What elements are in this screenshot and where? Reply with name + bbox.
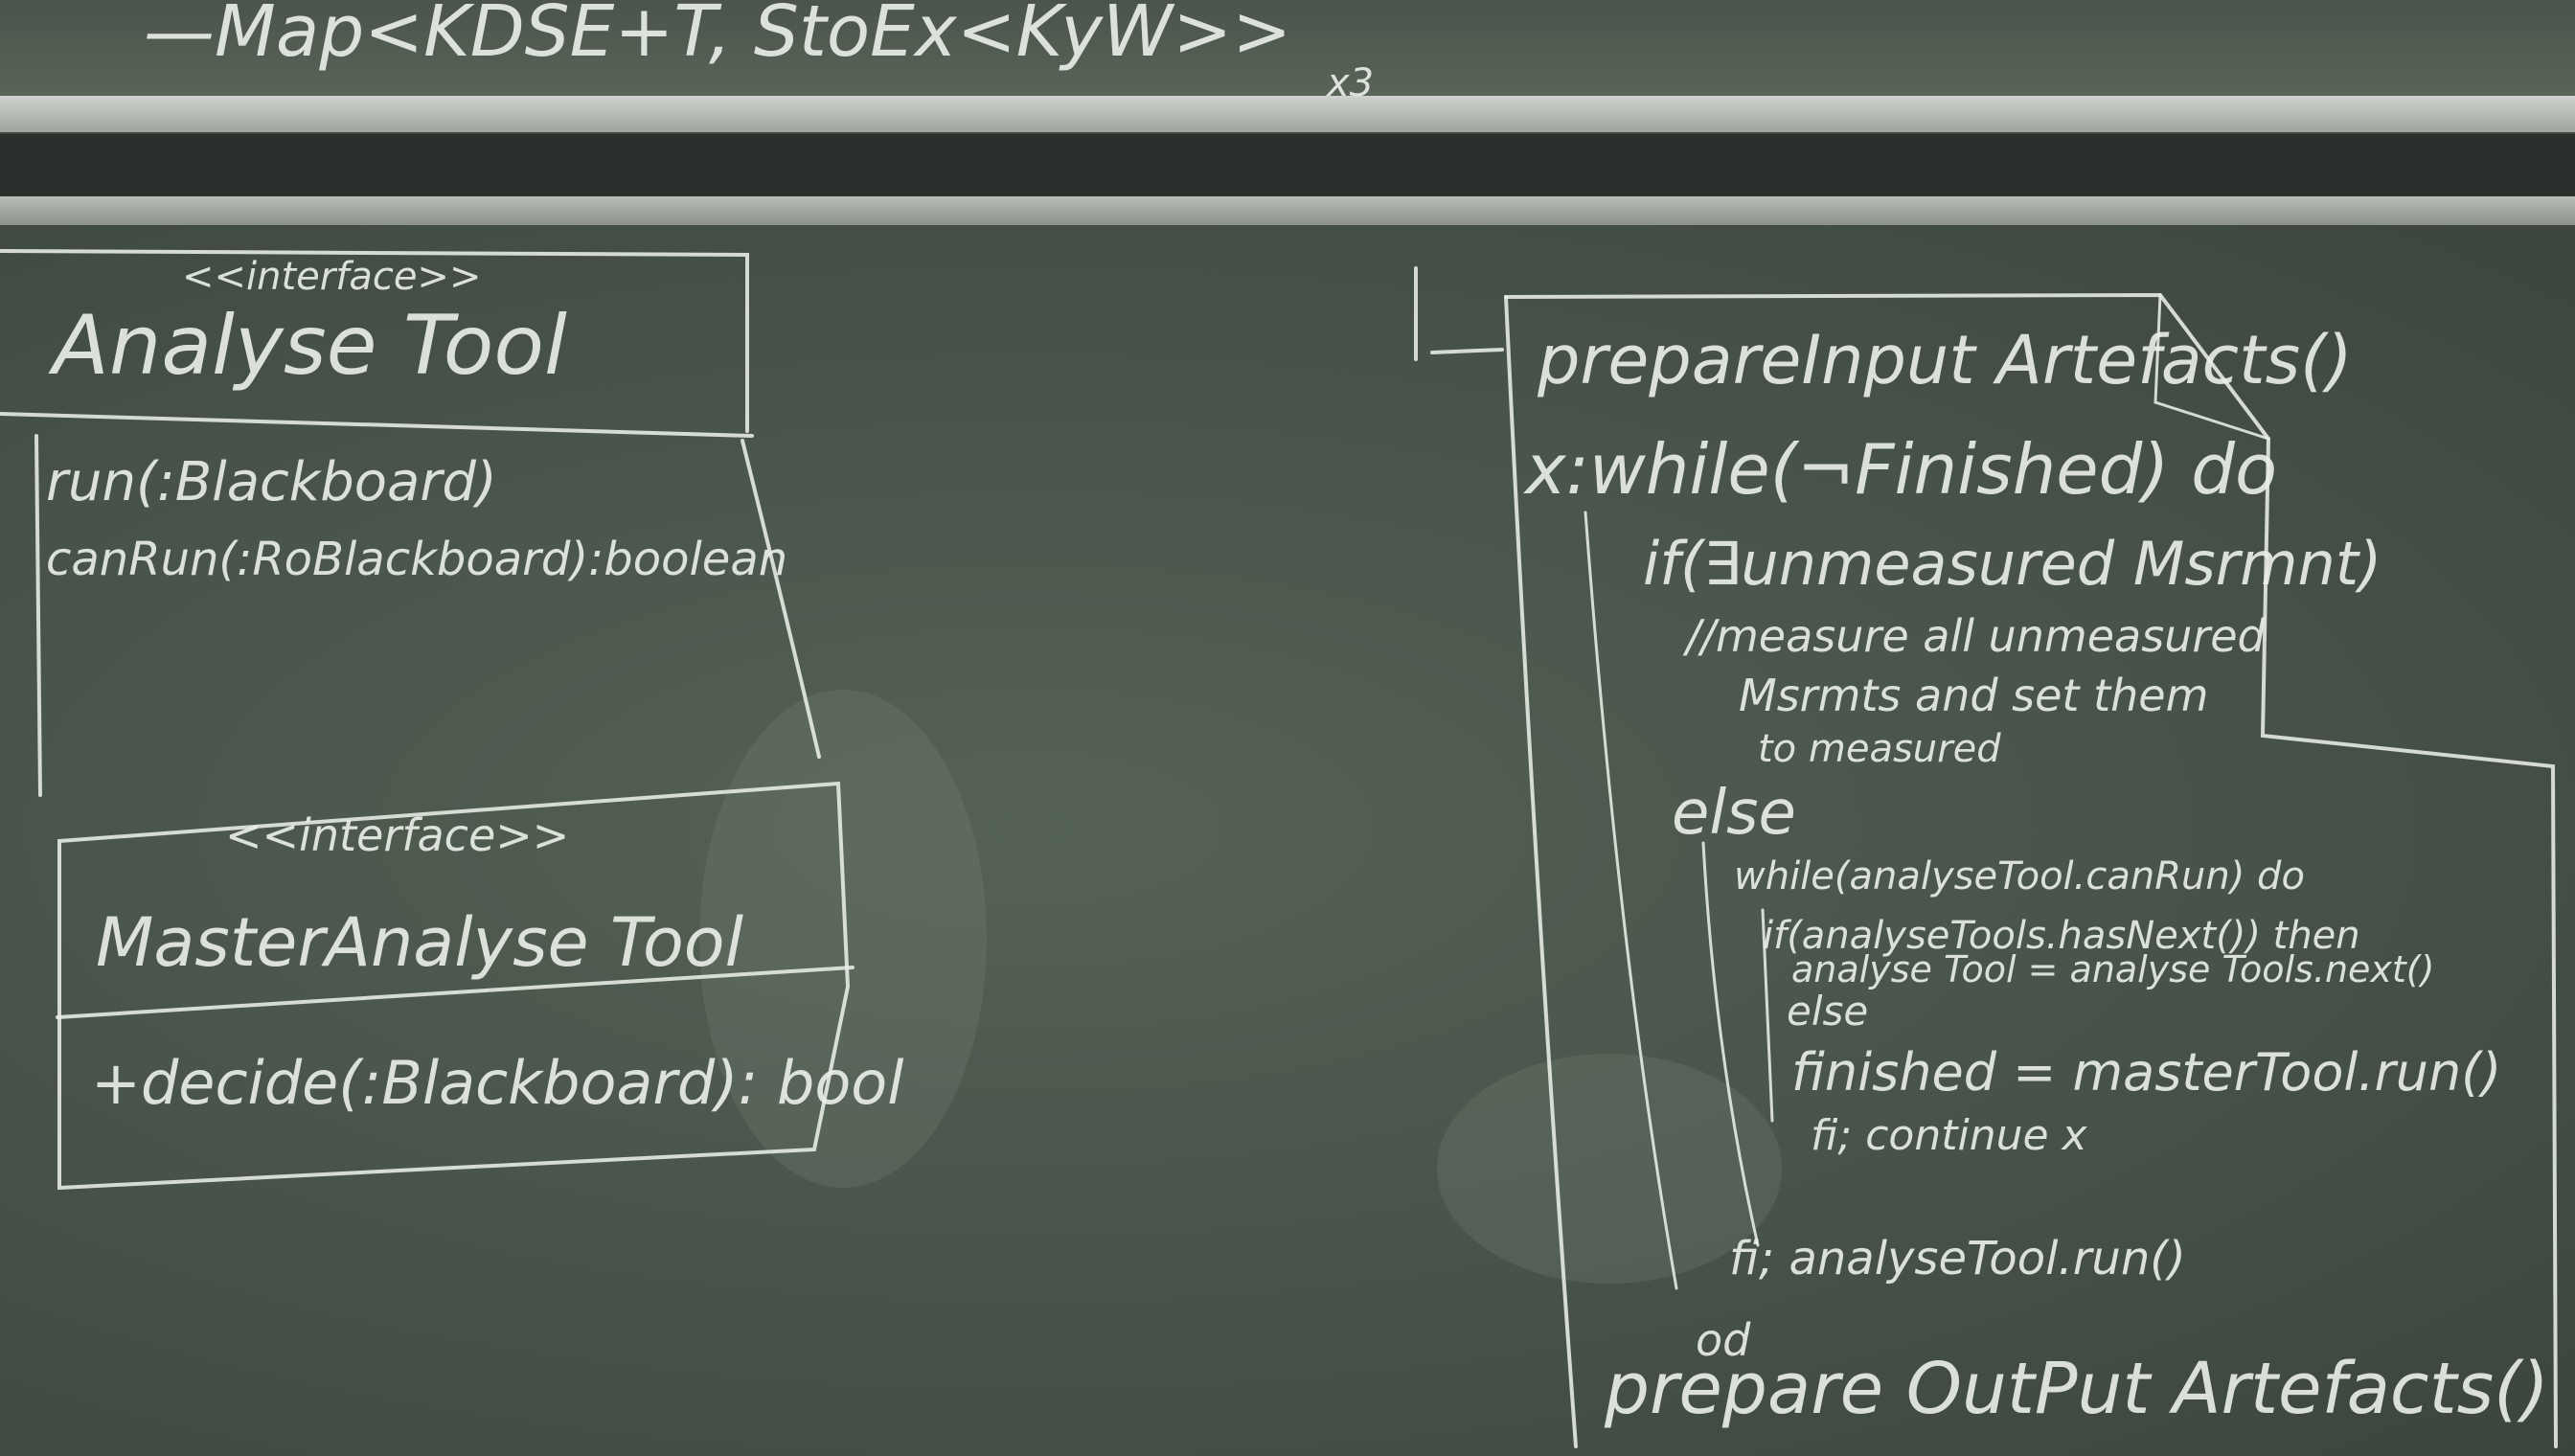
note-line-prepare-output: prepare OutPut Artefacts(): [1604, 1348, 2549, 1430]
analyse-tool-box-top: [0, 249, 749, 433]
analyse-tool-class: <<interface>> Analyse Tool run(:Blackboa…: [0, 249, 821, 797]
note-line-fi-run: fi; analyseTool.run(): [1729, 1232, 2186, 1285]
analyse-tool-method-run: run(:Blackboard): [46, 451, 497, 513]
note-scope-bar-3: [1761, 908, 1774, 1123]
note-line-while-finished: x:while(¬Finished) do: [1523, 429, 2277, 510]
note-scope-bar-2: [1701, 841, 1760, 1247]
analyse-tool-stereotype: <<interface>>: [182, 255, 481, 299]
board-gap: [0, 134, 2575, 201]
master-tool-stereotype: <<interface>>: [225, 809, 569, 861]
note-folded-corner: [2153, 293, 2270, 441]
analyse-tool-method-canrun: canRun(:RoBlackboard):boolean: [46, 533, 787, 586]
note-line-comment-1: //measure all unmeasured: [1682, 610, 2267, 662]
uml-note: prepareInput Artefacts() x:while(¬Finish…: [1504, 292, 2558, 1448]
top-formula: —Map<KDSE+T, StoEx<KyW>>: [144, 0, 1291, 73]
note-line-comment-3: to measured: [1758, 727, 2001, 771]
chalk-rail-middle: [0, 196, 2575, 225]
note-marker-connector: [1430, 348, 1504, 354]
analyse-tool-header-divider: [0, 412, 754, 438]
analyse-tool-box-right: [741, 439, 821, 759]
erased-smudge: [699, 690, 987, 1188]
chalk-rail-top: [0, 96, 2575, 132]
note-line-else-2: else: [1787, 988, 1868, 1035]
note-outline-right: [1504, 292, 2558, 1448]
master-tool-name: MasterAnalyse Tool: [96, 903, 744, 982]
master-tool-method-decide: +decide(:Blackboard): bool: [91, 1048, 903, 1118]
analyse-tool-name: Analyse Tool: [48, 298, 567, 394]
erased-smudge-right: [1437, 1054, 1782, 1284]
master-tool-header-divider: [56, 966, 855, 1019]
top-note: x3: [1325, 61, 1374, 105]
note-line-comment-2: Msrmts and set them: [1739, 670, 2208, 721]
master-tool-box: [57, 781, 851, 1191]
note-line-else-1: else: [1672, 778, 1796, 849]
note-line-assign-next: analyse Tool = analyse Tools.next(): [1791, 948, 2434, 990]
note-line-while-canrun: while(analyseTool.canRun) do: [1734, 854, 2305, 899]
note-line-if-unmeasured: if(∃unmeasured Msrmnt): [1643, 529, 2381, 599]
note-scope-bar-1: [1584, 511, 1678, 1290]
note-line-if-hasnext: if(analyseTools.hasNext()) then: [1763, 914, 2360, 958]
analyse-tool-box-left: [34, 434, 42, 797]
note-line-prepare-input: prepareInput Artefacts(): [1537, 321, 2353, 399]
note-line-finished: finished = masterTool.run(): [1791, 1042, 2501, 1103]
note-outline-left: [1504, 295, 1578, 1448]
note-line-od: od: [1696, 1314, 1751, 1366]
upper-chalkboard: [0, 0, 2575, 101]
note-line-fi-continue: fi; continue x: [1811, 1111, 2088, 1160]
master-tool-class: <<interface>> MasterAnalyse Tool +decide…: [56, 781, 903, 1191]
lower-chalkboard: [0, 201, 2575, 1456]
